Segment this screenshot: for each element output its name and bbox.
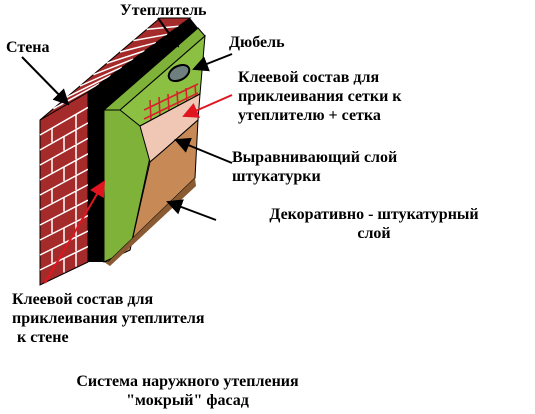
arrow-decorative	[166, 199, 217, 221]
label-insul-glue: Клеевой состав для приклеивания утеплите…	[12, 290, 205, 347]
label-insul-glue-line-3: к стене	[17, 329, 69, 346]
brick-top-line	[133, 33, 168, 42]
brick-course-line	[39, 106, 89, 136]
label-dowel: Дюбель	[229, 34, 285, 51]
mesh-strand	[143, 83, 199, 111]
caption-line-1: Система наружного утепления	[76, 373, 299, 390]
label-decorative-line-2: слой	[357, 225, 391, 242]
brick-course-line	[39, 230, 89, 256]
label-leveling: Выравнивающий слой штукатурки	[232, 148, 397, 186]
label-mesh-glue-line-1: Клеевой состав для	[238, 69, 380, 86]
brick-course-line	[39, 199, 89, 226]
insulation-adhesive-layer	[88, 18, 198, 262]
arrow-wall	[21, 56, 70, 106]
arrow-leveling	[174, 137, 233, 164]
dowel-head-icon	[167, 63, 191, 83]
brick-top-line	[119, 41, 157, 53]
brick-top-line	[106, 50, 145, 65]
mesh-strand	[143, 92, 199, 120]
insulation-side	[103, 109, 159, 263]
arrow-mesh	[182, 94, 233, 118]
label-leveling-line-2: штукатурки	[232, 168, 321, 185]
brick-course-line	[39, 137, 89, 166]
brick-wall	[39, 17, 192, 286]
brick-top-line	[93, 58, 134, 76]
label-mesh-glue: Клеевой состав для приклеивания сетки к …	[238, 68, 402, 125]
arrow-insul-glue	[44, 180, 106, 284]
caption-line-2: "мокрый" фасад	[126, 392, 249, 409]
label-decorative-line-1: Декоративно - штукатурный	[269, 206, 479, 223]
brick-course-line	[39, 168, 89, 196]
brick-mortar-lines	[39, 25, 179, 273]
label-decorative: Декоративно - штукатурный слой	[215, 205, 533, 243]
brick-top-line	[146, 25, 179, 31]
label-insulation: Утеплитель	[120, 2, 207, 19]
diagram-caption: Система наружного утепления "мокрый" фас…	[15, 372, 360, 410]
arrow-insulation	[157, 17, 180, 48]
label-leveling-line-1: Выравнивающий слой	[232, 149, 398, 166]
label-insul-glue-line-2: приклеивания утеплителя	[12, 310, 205, 327]
arrow-dowel	[192, 53, 233, 72]
callout-arrows	[21, 17, 233, 284]
label-wall: Стена	[6, 39, 50, 56]
brick-top-line	[66, 74, 111, 99]
label-mesh-glue-line-2: приклеивания сетки к	[238, 88, 402, 105]
insulation-board	[102, 27, 206, 263]
label-insul-glue-line-1: Клеевой состав для	[12, 291, 154, 308]
label-mesh-glue-line-3: утеплителю + сетка	[238, 107, 381, 124]
brick-top-line	[79, 66, 123, 87]
